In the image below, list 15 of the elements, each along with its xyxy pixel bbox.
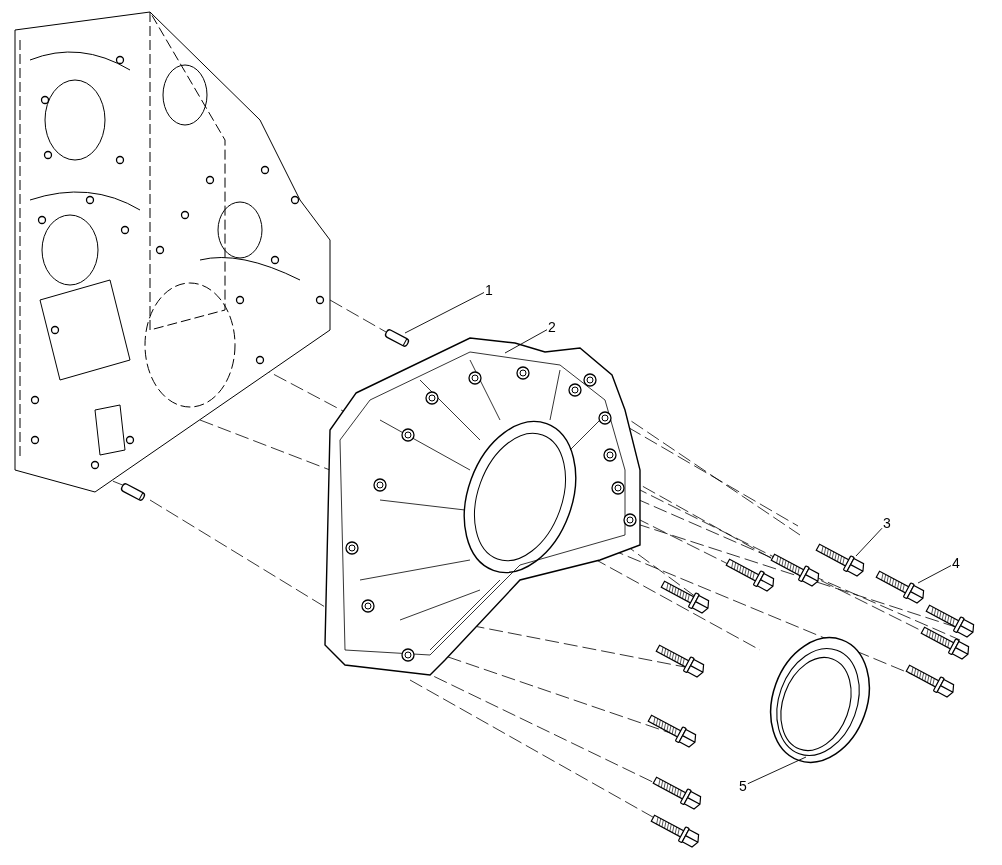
callout-number: 5 (738, 778, 748, 794)
callout-number: 1 (484, 282, 494, 298)
leader-line (855, 527, 883, 557)
leader-line (504, 329, 548, 354)
dowel-pin-drawing (383, 328, 411, 348)
leader-line (404, 292, 485, 334)
bolt-drawing (815, 543, 865, 577)
bolt-drawing (875, 570, 925, 604)
seal-ring-drawing (770, 637, 870, 763)
leader-line (747, 756, 807, 785)
leader-line (917, 565, 952, 584)
housing-drawing (324, 337, 641, 676)
callout-number: 4 (951, 555, 961, 571)
callout-number: 2 (547, 319, 557, 335)
callout-number: 3 (882, 515, 892, 531)
